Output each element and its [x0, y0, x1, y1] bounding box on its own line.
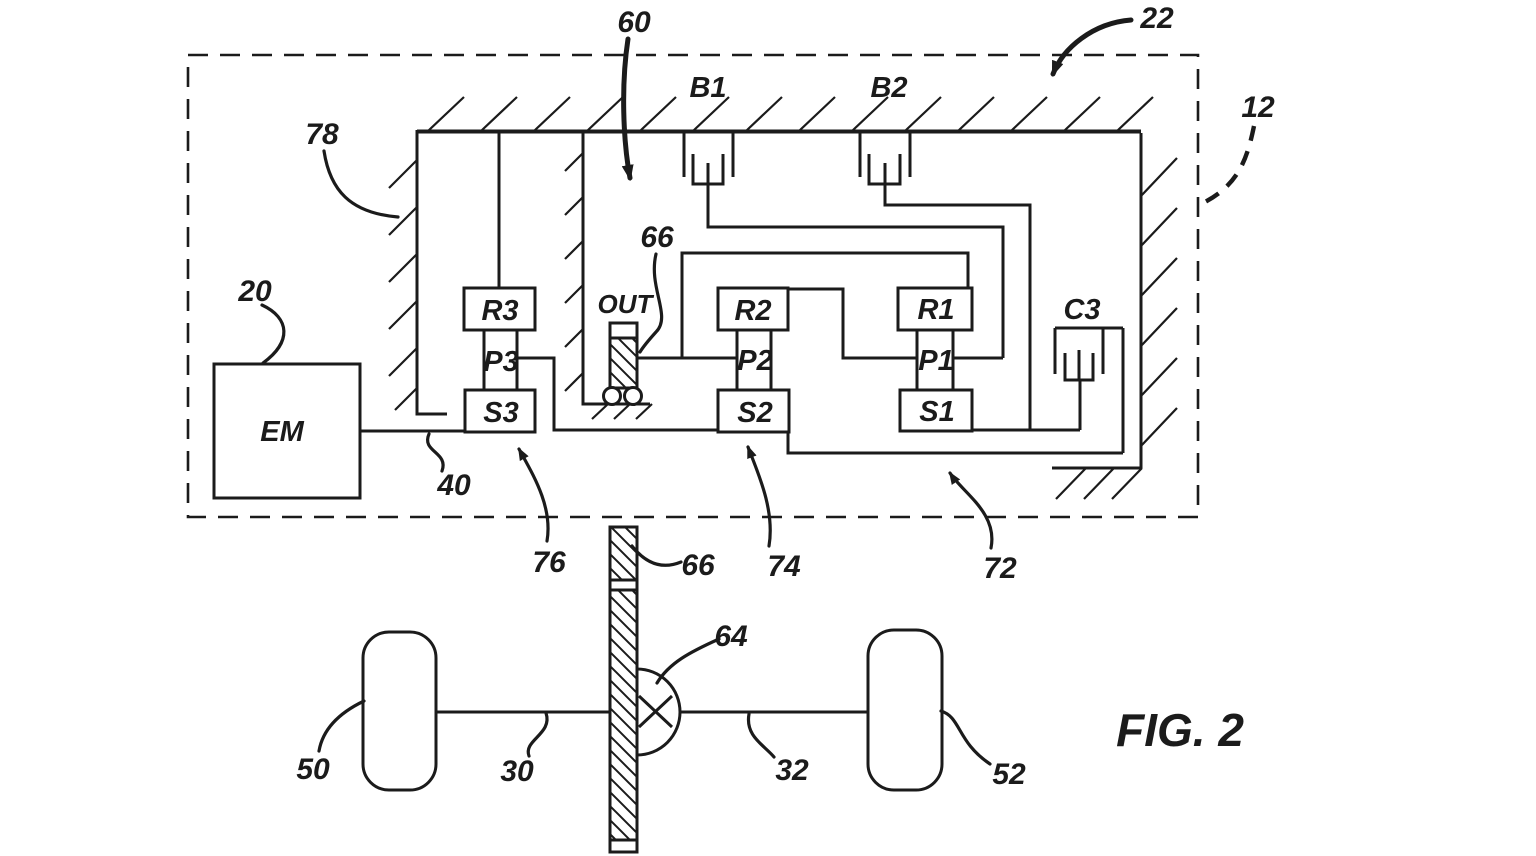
b1-inner-cup	[691, 154, 725, 186]
arrow-74	[746, 445, 772, 548]
ground-hatching	[1055, 467, 1143, 500]
bearing-roller-left	[602, 386, 622, 406]
left-wheel	[361, 630, 438, 792]
output-shaft-assembly	[602, 251, 970, 406]
bearing-roller-right	[623, 386, 643, 406]
top-wall-hatching	[427, 96, 1154, 132]
figure-caption: FIG. 2	[1116, 704, 1244, 756]
sun-gear-s2-box	[716, 388, 791, 434]
leader-64	[655, 637, 721, 685]
leader-50	[317, 699, 366, 753]
ref-30: 30	[500, 755, 534, 788]
label-r3: R3	[481, 295, 518, 327]
b1-to-carrier1-line	[706, 184, 1005, 358]
label-b2: B2	[870, 72, 907, 104]
leader-52	[939, 709, 992, 766]
ring2-to-carrier1-shaft	[788, 287, 917, 360]
ref-72: 72	[983, 552, 1017, 585]
shaft66-upper-segment	[608, 525, 639, 582]
b1-outer-prongs	[682, 133, 735, 177]
b2-to-sun1-line	[883, 184, 1032, 429]
ref-20: 20	[237, 275, 272, 308]
label-c3: C3	[1063, 294, 1100, 326]
ref-66-lower: 66	[681, 549, 715, 582]
arrow-22	[1050, 17, 1134, 77]
ref-60: 60	[617, 6, 651, 39]
brake-b1-symbol	[682, 133, 1005, 360]
ref-74: 74	[767, 550, 801, 583]
sun-gear-s1-box	[898, 388, 974, 433]
inner-wall-hatching	[564, 152, 584, 392]
label-em: EM	[260, 416, 304, 448]
out-to-ring1-line	[680, 251, 970, 358]
gearset-2	[716, 286, 791, 434]
planet-p3-pillar	[482, 330, 519, 390]
planet-p2-pillar	[735, 330, 773, 390]
label-r1: R1	[917, 294, 954, 326]
ref-12: 12	[1241, 91, 1275, 124]
gearset-3	[462, 286, 537, 434]
c3-inner-hub	[1063, 350, 1095, 430]
shaft66-lower-segment	[608, 588, 639, 842]
system-boundary-dashed-box	[186, 53, 1200, 519]
ref-76: 76	[532, 546, 566, 579]
leader-66-upper	[638, 252, 664, 354]
labels: B1 B2 C3 OUT EM R3 P3 S3 R2 P2 S2 R1 P1 …	[237, 2, 1275, 791]
out-shaft-bar-hatched	[608, 336, 639, 390]
leader-66-lower	[630, 544, 683, 567]
leader-30	[526, 711, 549, 758]
bearing-mount-hatching	[591, 403, 653, 420]
label-out: OUT	[598, 289, 655, 319]
ring-gear-r1-box	[896, 286, 974, 332]
ring-gear-r3-box	[462, 286, 537, 332]
leader-78	[322, 149, 400, 219]
leader-lines	[260, 17, 1257, 766]
label-s1: S1	[919, 396, 954, 428]
ref-64: 64	[714, 620, 748, 653]
leader-40	[425, 432, 445, 473]
brake-b2-symbol	[858, 133, 1032, 429]
right-wall-hatching	[1140, 157, 1178, 447]
arrow-60	[621, 36, 634, 181]
label-p1: P1	[918, 345, 953, 377]
housing-walls	[388, 96, 1178, 500]
ref-32: 32	[775, 754, 809, 787]
label-s3: S3	[483, 397, 518, 429]
ref-66-upper: 66	[640, 221, 674, 254]
arrow-76	[517, 447, 550, 543]
sun2-to-c3-shaft-72	[786, 432, 1123, 455]
label-r2: R2	[734, 295, 771, 327]
label-p2: P2	[737, 345, 772, 377]
housing-left-wall	[415, 130, 447, 416]
ref-52: 52	[992, 758, 1026, 791]
left-wall-hatching	[388, 159, 418, 411]
driveline	[361, 628, 944, 792]
ref-50: 50	[296, 753, 330, 786]
ref-22: 22	[1139, 2, 1174, 35]
label-p3: P3	[483, 346, 518, 378]
ref-40: 40	[436, 469, 471, 502]
differential-cross	[637, 694, 674, 729]
right-wheel	[866, 628, 944, 792]
gearset-1	[896, 286, 974, 433]
differential-circle	[636, 667, 682, 757]
leader-12-dashed	[1200, 125, 1257, 206]
planet-p1-pillar	[915, 330, 955, 390]
b2-outer-prongs	[858, 133, 912, 177]
ring-gear-r2-box	[716, 286, 790, 332]
c3-outer-drum	[1053, 326, 1125, 453]
lower-output-shaft	[608, 525, 639, 854]
leader-32	[746, 712, 776, 759]
sun-gear-s3-box	[463, 388, 537, 434]
arrow-72	[948, 471, 994, 550]
label-s2: S2	[737, 397, 772, 429]
carrier3-to-sun2-shaft	[517, 356, 718, 432]
b2-inner-cup	[867, 154, 902, 186]
clutch-c3-symbol	[1053, 326, 1125, 453]
label-b1: B1	[689, 72, 726, 104]
ref-78: 78	[305, 118, 339, 151]
leader-20	[260, 303, 286, 365]
